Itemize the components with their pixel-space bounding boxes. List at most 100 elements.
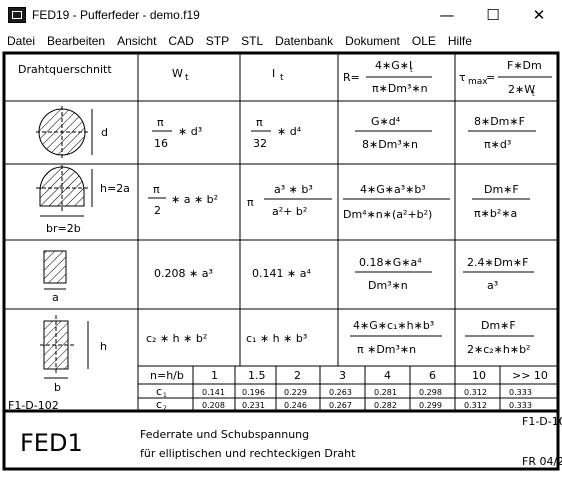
coef-c2: 0.299 bbox=[419, 401, 442, 410]
t2-num: Dm∗F bbox=[484, 183, 519, 196]
dim-br2b: br=2b bbox=[46, 222, 81, 235]
t4-num: Dm∗F bbox=[481, 319, 516, 332]
menu-stl[interactable]: STL bbox=[241, 33, 264, 48]
close-button[interactable]: ✕ bbox=[516, 0, 562, 30]
maximize-button[interactable]: ☐ bbox=[470, 0, 516, 30]
menu-cad[interactable]: CAD bbox=[168, 33, 194, 48]
w2-num: π bbox=[153, 183, 160, 196]
minimize-button[interactable]: — bbox=[424, 0, 470, 30]
minimize-icon: — bbox=[439, 6, 455, 24]
coef-c1: 0.298 bbox=[419, 388, 442, 397]
coef-c1: 0.263 bbox=[329, 388, 352, 397]
drawing-canvas[interactable]: Drahtquerschnitt W t I t R= 4∗G∗I t π∗Dm… bbox=[0, 51, 562, 473]
dim-h: h bbox=[100, 340, 107, 353]
t2-den: π∗b²∗a bbox=[474, 207, 517, 220]
row-square-wire: a 0.208 ∗ a³ 0.141 ∗ a⁴ 0.18∗G∗a⁴ Dm³∗n … bbox=[43, 250, 534, 304]
header-i-sub: t bbox=[280, 73, 284, 83]
r4-num: 4∗G∗c₁∗h∗b³ bbox=[353, 319, 434, 332]
header-tau-den: 2∗W bbox=[508, 83, 535, 96]
window-title: FED19 - Pufferfeder - demo.f19 bbox=[32, 8, 200, 22]
coef-c1: 0.333 bbox=[509, 388, 532, 397]
coef-c2: 0.333 bbox=[509, 401, 532, 410]
t1-num: 8∗Dm∗F bbox=[474, 115, 525, 128]
table-grid bbox=[4, 53, 558, 411]
coef-c1: 0.229 bbox=[284, 388, 307, 397]
close-icon: ✕ bbox=[532, 6, 546, 24]
header-tau-den-sub: t bbox=[532, 90, 535, 98]
row-rect-wire: h b c₂ ∗ h ∗ b² c₁ ∗ h ∗ b³ 4∗G∗c₁∗h∗b³ … bbox=[40, 315, 534, 394]
coef-ratio: 1 bbox=[211, 369, 218, 382]
header-tau: τ bbox=[459, 71, 466, 84]
coef-ratio: 4 bbox=[384, 369, 391, 382]
menu-hilfe[interactable]: Hilfe bbox=[447, 33, 472, 48]
menu-ansicht[interactable]: Ansicht bbox=[117, 33, 157, 48]
footer-code: FR 04/22 bbox=[522, 455, 562, 468]
menu-datei[interactable]: Datei bbox=[7, 33, 36, 48]
coef-c1-label: c bbox=[156, 385, 162, 398]
header-w-sub: t bbox=[185, 73, 189, 83]
header-tau-eq: = bbox=[486, 71, 495, 84]
r3-den: Dm³∗n bbox=[368, 279, 408, 292]
title-line2: für elliptischen und rechteckigen Draht bbox=[140, 447, 356, 460]
t3-den: a³ bbox=[487, 279, 498, 292]
coef-ratio: 3 bbox=[339, 369, 346, 382]
r1-den: 8∗Dm³∗n bbox=[362, 138, 418, 151]
w1-den: 16 bbox=[154, 137, 168, 150]
r2-num: 4∗G∗a³∗b³ bbox=[360, 183, 426, 196]
i1-tail: ∗ d⁴ bbox=[277, 125, 302, 138]
header-tau-num: F∗Dm bbox=[507, 59, 542, 72]
menu-bar: Datei Bearbeiten Ansicht CAD STP STL Dat… bbox=[0, 30, 562, 51]
i1-den: 32 bbox=[253, 137, 267, 150]
sheet-id-left: F1-D-102 bbox=[8, 399, 59, 412]
t3-num: 2.4∗Dm∗F bbox=[467, 256, 528, 269]
w1-tail: ∗ d³ bbox=[178, 125, 202, 138]
row-round-wire: d π 16 ∗ d³ π 32 ∗ d⁴ G∗d⁴ 8∗Dm³∗n 8∗Dm∗… bbox=[36, 106, 536, 158]
window-title-bar: FED19 - Pufferfeder - demo.f19 — ☐ ✕ bbox=[0, 0, 562, 30]
r4-den: π ∗Dm³∗n bbox=[357, 343, 416, 356]
coef-c2: 0.246 bbox=[284, 401, 307, 410]
coefficient-table: n=h/b 1 1.5 2 3 4 6 10 >> 10 c 1 0.141 0… bbox=[150, 369, 548, 412]
dim-d: d bbox=[101, 126, 108, 139]
i2-den: a²+ b² bbox=[272, 205, 307, 218]
coef-c1: 0.281 bbox=[374, 388, 397, 397]
coef-ratio: 1.5 bbox=[248, 369, 266, 382]
i4-text: c₁ ∗ h ∗ b³ bbox=[246, 332, 307, 345]
i3-text: 0.141 ∗ a⁴ bbox=[252, 267, 311, 280]
square-section-shape bbox=[43, 250, 67, 284]
menu-dokument[interactable]: Dokument bbox=[345, 33, 400, 48]
i1-num: π bbox=[256, 116, 263, 129]
coef-c2: 0.231 bbox=[242, 401, 265, 410]
maximize-icon: ☐ bbox=[486, 6, 500, 24]
coef-c2: 0.208 bbox=[202, 401, 225, 410]
w1-num: π bbox=[157, 116, 164, 129]
coef-ratio: 2 bbox=[294, 369, 301, 382]
r3-num: 0.18∗G∗a⁴ bbox=[359, 256, 422, 269]
i2-num: a³ ∗ b³ bbox=[274, 183, 313, 196]
header-r-prefix: R= bbox=[343, 71, 360, 84]
app-icon bbox=[8, 7, 26, 23]
coef-c2-label: c bbox=[156, 398, 162, 411]
coef-c1: 0.196 bbox=[242, 388, 265, 397]
w3-text: 0.208 ∗ a³ bbox=[154, 267, 213, 280]
coef-c2: 0.282 bbox=[374, 401, 397, 410]
coef-c2: 0.267 bbox=[329, 401, 352, 410]
dim-a: a bbox=[52, 291, 59, 304]
w2-den: 2 bbox=[154, 204, 161, 217]
r2-den: Dm⁴∗n∗(a²+b²) bbox=[343, 208, 432, 221]
header-r-num: 4∗G∗I bbox=[375, 59, 412, 72]
coef-c1-sub: 1 bbox=[163, 392, 167, 399]
menu-stp[interactable]: STP bbox=[205, 33, 230, 48]
menu-datenbank[interactable]: Datenbank bbox=[275, 33, 334, 48]
sheet-frame bbox=[2, 51, 560, 471]
sheet-id-right: F1-D-102 bbox=[522, 415, 562, 428]
coef-ratio: >> 10 bbox=[512, 369, 548, 382]
header-i: I bbox=[272, 67, 275, 80]
menu-ole[interactable]: OLE bbox=[411, 33, 436, 48]
coef-ratio: 6 bbox=[429, 369, 436, 382]
menu-bearbeiten[interactable]: Bearbeiten bbox=[47, 33, 106, 48]
header-tau-sub: max bbox=[468, 77, 488, 87]
coef-ratio: 10 bbox=[472, 369, 486, 382]
header-r-num-sub: t bbox=[410, 66, 413, 74]
t1-den: π∗d³ bbox=[484, 138, 511, 151]
header-w: W bbox=[172, 67, 183, 80]
